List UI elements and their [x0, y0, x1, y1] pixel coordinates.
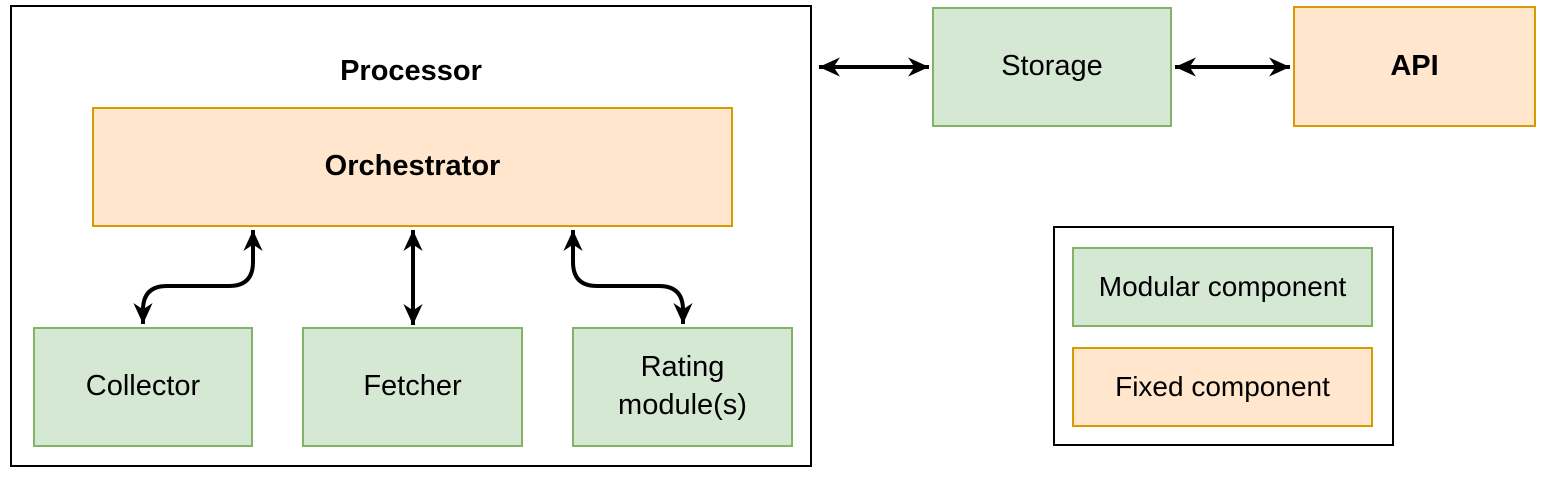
orchestrator-label: Orchestrator: [324, 150, 501, 183]
collector-box: Collector: [33, 327, 253, 447]
rating-modules-label: Rating module(s): [618, 351, 747, 421]
collector-label: Collector: [85, 370, 201, 403]
fetcher-label: Fetcher: [363, 370, 462, 403]
storage-box: Storage: [932, 7, 1172, 127]
legend-modular-component: Modular component: [1072, 247, 1373, 327]
legend-modular-label: Modular component: [1098, 270, 1347, 302]
fetcher-box: Fetcher: [302, 327, 523, 447]
orchestrator-box: Orchestrator: [92, 107, 733, 227]
rating-modules-box: Rating module(s): [572, 327, 793, 447]
api-box: API: [1293, 6, 1536, 127]
storage-label: Storage: [1001, 50, 1103, 83]
legend-fixed-component: Fixed component: [1072, 347, 1373, 427]
legend-fixed-label: Fixed component: [1115, 370, 1330, 402]
api-label: API: [1390, 49, 1439, 82]
processor-title: Processor: [340, 55, 482, 87]
